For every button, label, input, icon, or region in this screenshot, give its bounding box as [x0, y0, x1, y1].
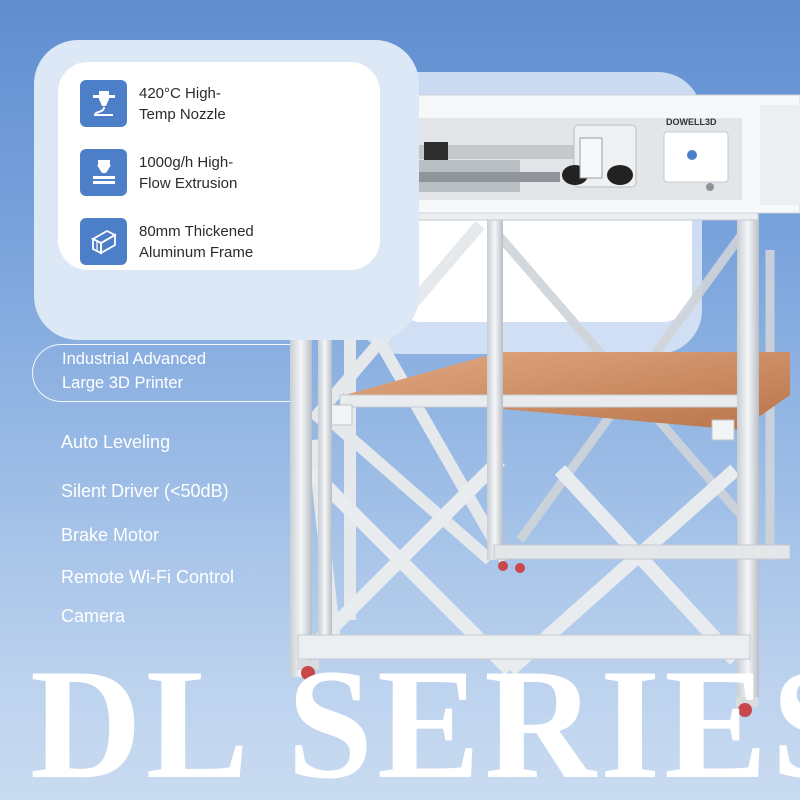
spec-wifi-control: Remote Wi-Fi Control — [61, 567, 235, 587]
feature-nozzle-text: 420°C High- Temp Nozzle — [139, 84, 226, 123]
feature-frame-text: 80mm Thickened Aluminum Frame — [139, 222, 254, 261]
spec-auto-leveling: Auto Leveling — [61, 432, 171, 452]
spec-silent-driver: Silent Driver (<50dB) — [61, 481, 229, 501]
feature-item: 420°C High- Temp Nozzle — [80, 80, 226, 127]
caster-wheels — [297, 561, 758, 717]
frame-profile-icon — [80, 218, 127, 265]
brand-label: DOWELL3D — [666, 117, 717, 127]
tagline-pill — [32, 344, 290, 402]
feature-item: 1000g/h High- Flow Extrusion — [80, 149, 237, 196]
spec-camera: Camera — [61, 606, 126, 626]
extrusion-icon — [80, 149, 127, 196]
spec-brake-motor: Brake Motor — [61, 525, 160, 545]
feature-extrusion-text: 1000g/h High- Flow Extrusion — [139, 153, 238, 192]
tagline-text: Industrial Advanced Large 3D Printer — [62, 350, 207, 392]
nozzle-icon — [80, 80, 127, 127]
feature-item: 80mm Thickened Aluminum Frame — [80, 218, 254, 265]
series-title: DL SERIES — [30, 637, 800, 800]
